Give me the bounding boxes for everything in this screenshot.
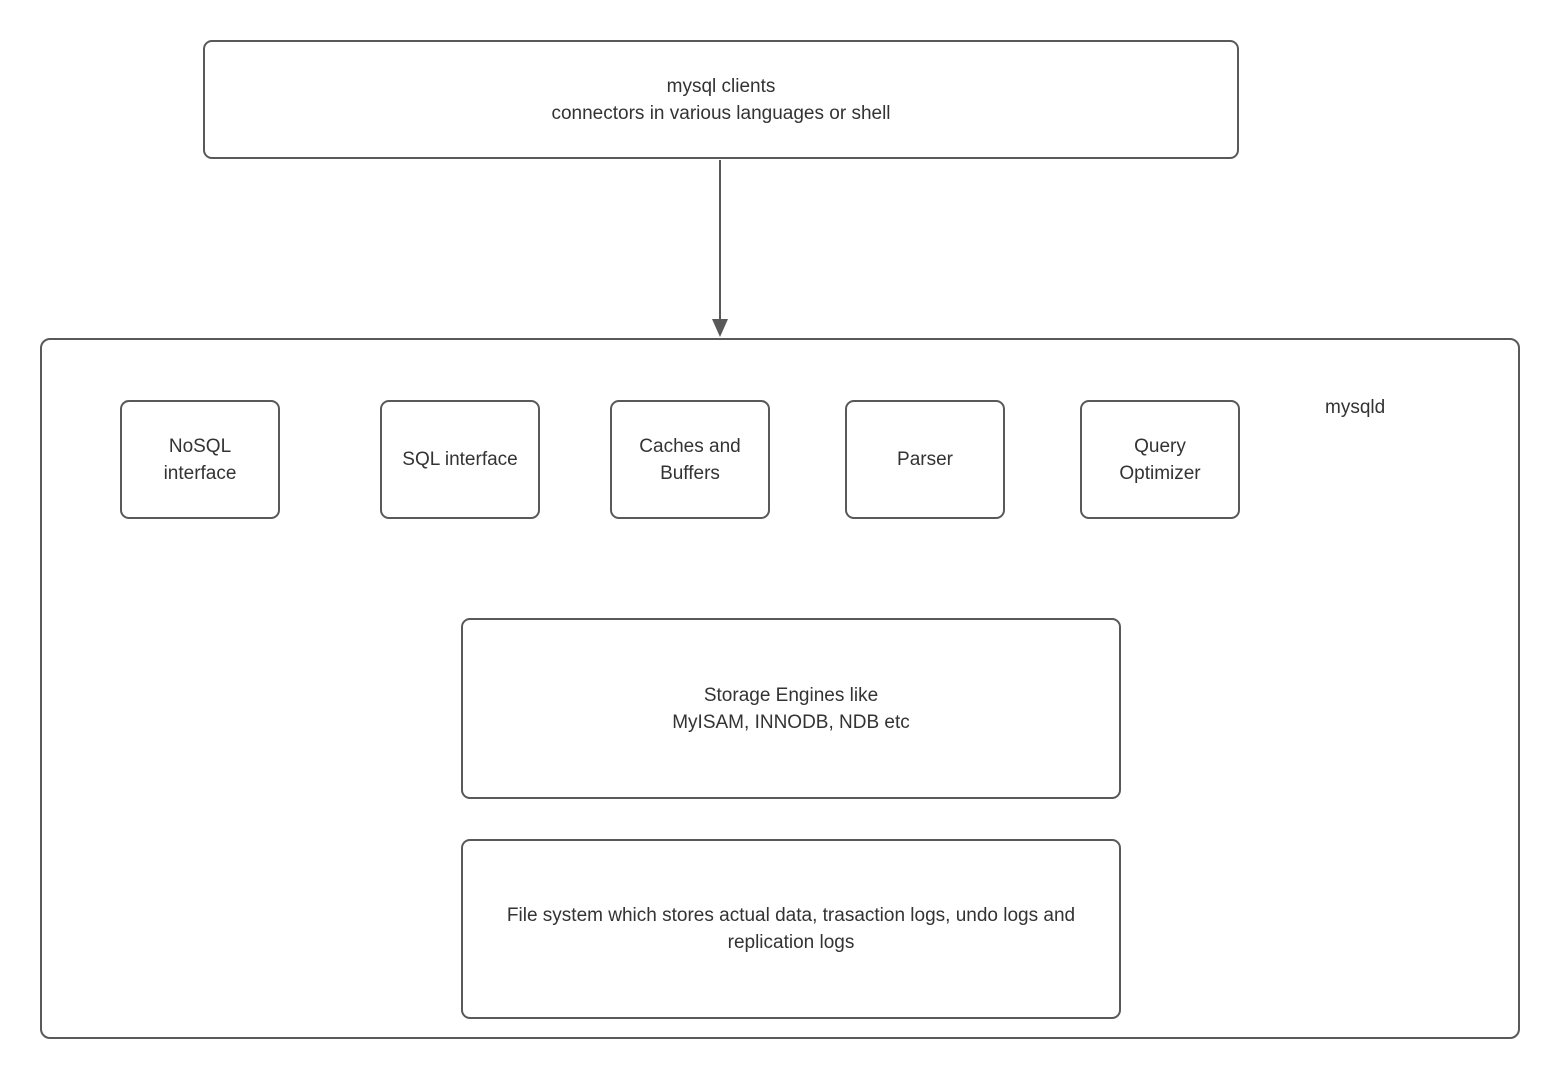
mysqld-label: mysqld (1325, 397, 1386, 418)
node-query-optimizer: Query Optimizer (1080, 400, 1240, 519)
node-nosql-interface: NoSQL interface (120, 400, 280, 519)
sql-interface-label: SQL interface (402, 449, 518, 470)
caches-and-buffers-label: Caches and Buffers (639, 435, 741, 484)
node-mysql-clients: mysql clients connectors in various lang… (203, 40, 1239, 159)
file-system-label: File system which stores actual data, tr… (506, 905, 1076, 953)
node-file-system: File system which stores actual data, tr… (461, 839, 1121, 1019)
node-sql-interface: SQL interface (380, 400, 540, 519)
query-optimizer-label: Query Optimizer (1119, 435, 1201, 484)
node-parser: Parser (845, 400, 1005, 519)
node-caches-and-buffers: Caches and Buffers (610, 400, 770, 519)
storage-engines-label: Storage Engines like MyISAM, INNODB, NDB… (672, 684, 910, 733)
nosql-interface-label: NoSQL interface (163, 435, 237, 484)
node-storage-engines: Storage Engines like MyISAM, INNODB, NDB… (461, 618, 1121, 799)
parser-label: Parser (897, 449, 953, 470)
clients-to-mysqld-arrow-head (712, 319, 728, 337)
clients-to-mysqld-arrow-line (719, 160, 721, 320)
mysql-clients-label: mysql clients connectors in various lang… (551, 75, 891, 124)
